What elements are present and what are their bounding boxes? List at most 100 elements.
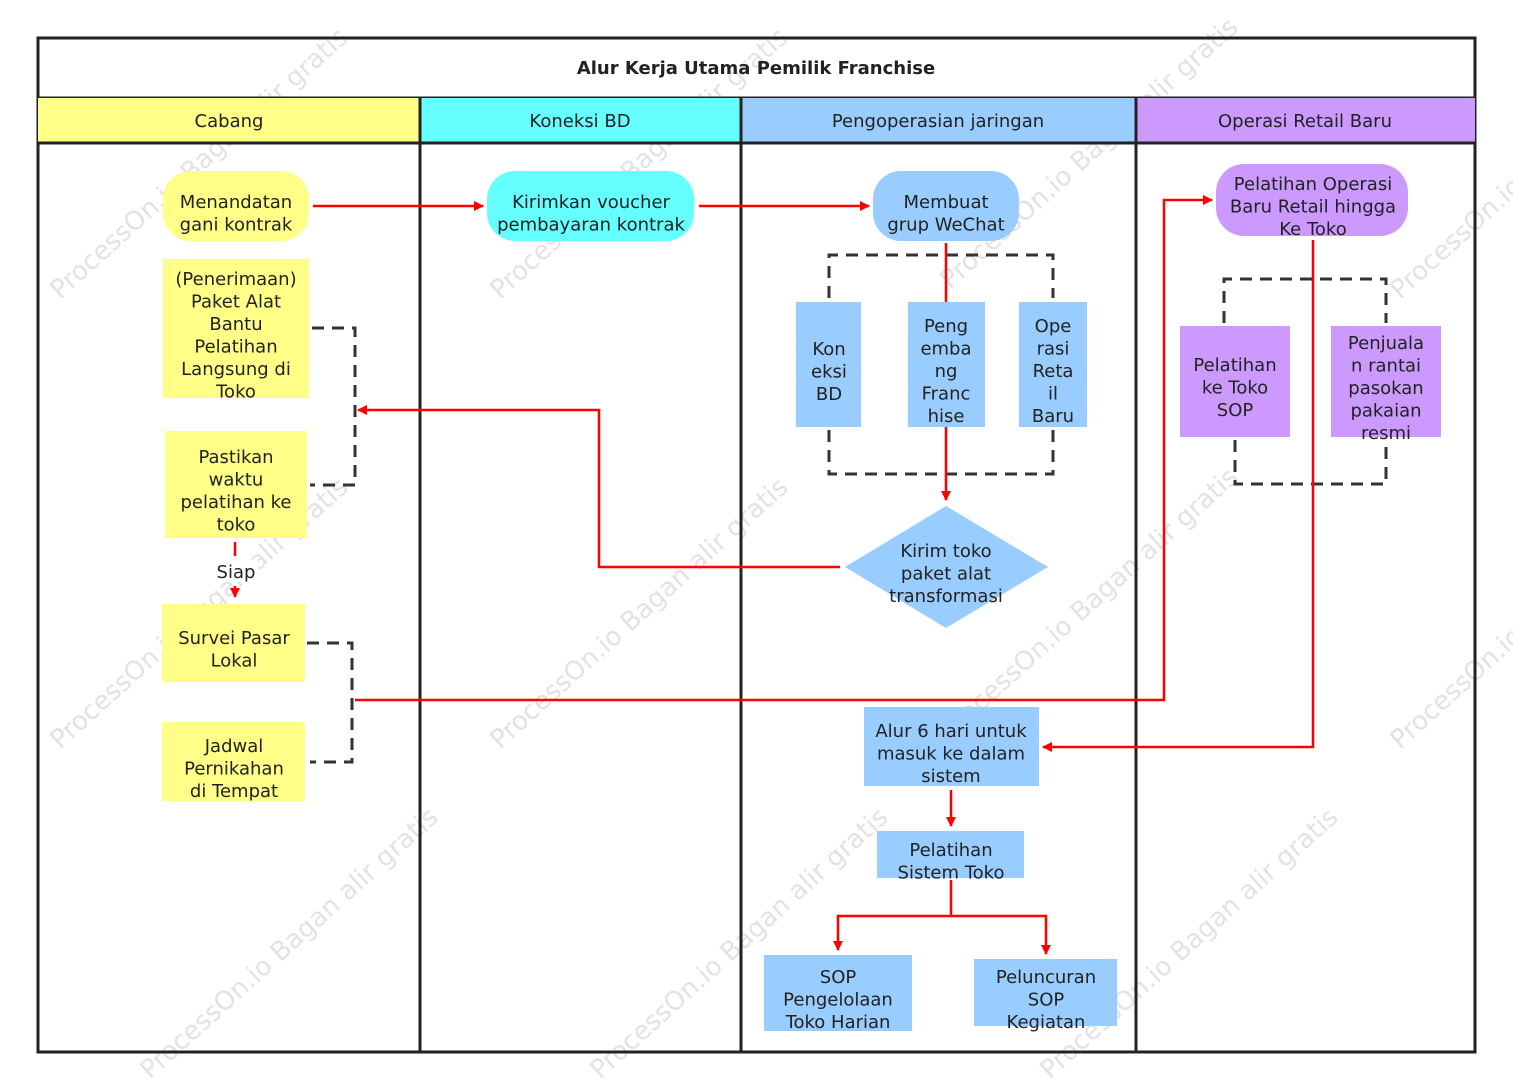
node-label-line: Pelatihan	[1193, 355, 1276, 376]
node-label-line: Pelatihan	[194, 337, 277, 358]
lane-headers: Cabang Koneksi BD Pengoperasian jaringan…	[38, 98, 1475, 145]
lane-header-retail	[1136, 98, 1475, 143]
node-label-line: eksi	[811, 362, 847, 383]
node-label-line: di Tempat	[190, 781, 278, 802]
node-label-line: Langsung di	[181, 359, 291, 380]
node-label-line: n rantai	[1351, 356, 1421, 377]
node-label-line: Peng	[924, 316, 968, 337]
node-label-line: Baru Retail hingga	[1230, 197, 1396, 218]
node-label-line: emba	[920, 339, 971, 360]
edge-label-siap: Siap	[217, 562, 256, 583]
node-label-line: Pelatihan	[909, 840, 992, 861]
lane-label-jaringan: Pengoperasian jaringan	[832, 111, 1044, 132]
node-label-line: SOP	[820, 967, 857, 988]
node-label-line: Kirim toko	[900, 541, 991, 562]
node-label-line: Pelatihan Operasi	[1234, 174, 1392, 195]
node-label-line: Survei Pasar	[178, 628, 290, 649]
node-label-line: Kirimkan voucher	[512, 192, 670, 213]
node-label-line: pelatihan ke	[180, 492, 291, 513]
node-label-line: SOP	[1028, 990, 1065, 1011]
node-label-line: rasi	[1037, 339, 1070, 360]
node-label-line: Kegiatan	[1007, 1012, 1086, 1033]
lane-label-retail: Operasi Retail Baru	[1218, 111, 1392, 132]
lane-header-cabang	[38, 98, 420, 143]
node-label-line: Franc	[922, 384, 971, 405]
edge-kirim-penerimaan	[357, 405, 840, 569]
watermark-text: ProcessOn.io Bagan alir gratis	[485, 472, 795, 755]
node-label-line: Pastikan	[198, 447, 273, 468]
edge-sistem-split	[833, 880, 953, 951]
node-label-line: SOP	[1217, 400, 1254, 421]
node-label-line: Toko	[215, 382, 256, 403]
node-label-line: waktu	[209, 470, 264, 491]
node-label-line: Penjuala	[1348, 333, 1424, 354]
node-label-line: Pernikahan	[184, 759, 284, 780]
node-label-line: (Penerimaan)	[175, 269, 296, 290]
node-label-line: paket alat	[901, 564, 991, 585]
node-label-line: ke Toko	[1202, 378, 1268, 399]
watermark-text: ProcessOn.io Bagan alir gratis	[1385, 472, 1513, 755]
node-label-line: Paket Alat	[191, 292, 281, 313]
node-label-line: transformasi	[889, 586, 1003, 607]
node-label-line: Ke Toko	[1279, 219, 1346, 240]
node-label-line: resmi	[1361, 423, 1411, 444]
node-label-line: Reta	[1033, 361, 1074, 382]
node-label-line: Pengelolaan	[783, 990, 893, 1011]
watermark-text: ProcessOn.io Bagan alir gratis	[1035, 802, 1345, 1085]
edge-retail-alur	[1042, 240, 1315, 752]
node-label-line: pasokan	[1348, 378, 1423, 399]
diagram-title: Alur Kerja Utama Pemilik Franchise	[577, 58, 935, 79]
lane-label-cabang: Cabang	[195, 111, 264, 132]
node-label-line: Ope	[1035, 316, 1072, 337]
node-label-line: Alur 6 hari untuk	[875, 721, 1027, 742]
lane-label-koneksi-bd: Koneksi BD	[529, 111, 630, 132]
lane-dividers	[418, 98, 1138, 1052]
node-label-line: toko	[217, 515, 256, 536]
edge-sistem-split-right	[951, 914, 1051, 955]
node-label-line: pakaian	[1350, 401, 1421, 422]
watermark-text: ProcessOn.io Bagan alir gratis	[135, 802, 445, 1085]
node-label-line: Menandatan	[180, 192, 292, 213]
dashed-connectors	[307, 253, 1388, 764]
lane-header-koneksi-bd	[420, 98, 741, 143]
node-label-line: Toko Harian	[785, 1012, 891, 1033]
node-label-line: gani kontrak	[180, 215, 293, 236]
node-label-line: ng	[935, 361, 958, 382]
node-label-line: BD	[816, 384, 842, 405]
node-label-line: Jadwal	[204, 736, 264, 757]
node-label-line: Baru	[1032, 406, 1074, 427]
node-label-line: Membuat	[903, 192, 988, 213]
node-label-line: Peluncuran	[996, 967, 1096, 988]
